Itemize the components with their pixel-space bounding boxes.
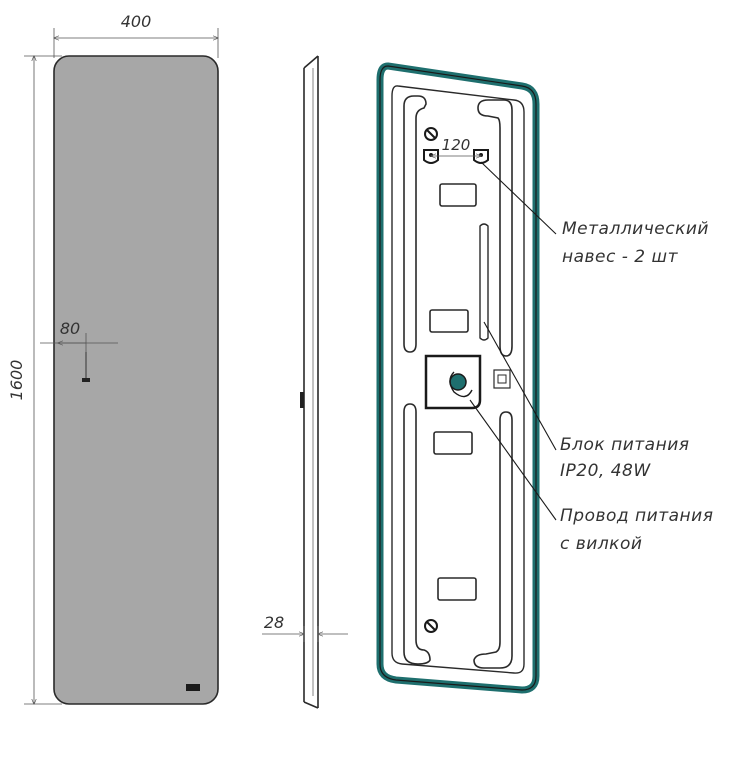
width-dimension: 400 xyxy=(54,12,218,58)
connector-box xyxy=(493,369,511,389)
back-plate xyxy=(391,85,525,674)
callout-hanger-line1: Металлический xyxy=(562,219,709,239)
side-view: 28 xyxy=(262,55,348,709)
callout-power-cord: Провод питания с вилкой xyxy=(469,399,713,554)
side-bracket xyxy=(300,392,304,408)
callout-hanger: Металлический навес - 2 шт xyxy=(480,161,709,267)
callout-power-supply: Блок питания IP20, 48W xyxy=(483,321,689,481)
touch-sensor xyxy=(82,378,90,382)
power-indicator xyxy=(186,684,200,691)
callout-hanger-line2: навес - 2 шт xyxy=(562,247,679,267)
depth-dimension: 28 xyxy=(262,613,348,642)
hanger-spacing-label: 120 xyxy=(442,136,471,154)
screw-bottom xyxy=(424,619,438,633)
width-label: 400 xyxy=(121,12,152,31)
mirror-panel xyxy=(53,55,219,705)
back-view: 120 xyxy=(376,62,540,694)
callout-power-cord-line2: с вилкой xyxy=(560,534,642,554)
power-cord-plug xyxy=(449,373,467,391)
power-supply xyxy=(479,223,489,341)
hanger-spacing-dimension: 120 xyxy=(431,136,481,156)
front-view: 400 1600 80 xyxy=(7,12,219,705)
sensor-offset-label: 80 xyxy=(60,319,80,338)
callout-power-supply-line1: Блок питания xyxy=(560,435,689,455)
callout-power-cord-line1: Провод питания xyxy=(560,506,713,526)
callout-power-supply-line2: IP20, 48W xyxy=(560,461,651,481)
height-label: 1600 xyxy=(7,360,26,401)
sensor-offset-dimension: 80 xyxy=(40,319,118,382)
depth-label: 28 xyxy=(264,613,284,632)
height-dimension: 1600 xyxy=(7,56,62,704)
screw-top xyxy=(424,127,438,141)
hanger-left xyxy=(423,149,439,164)
